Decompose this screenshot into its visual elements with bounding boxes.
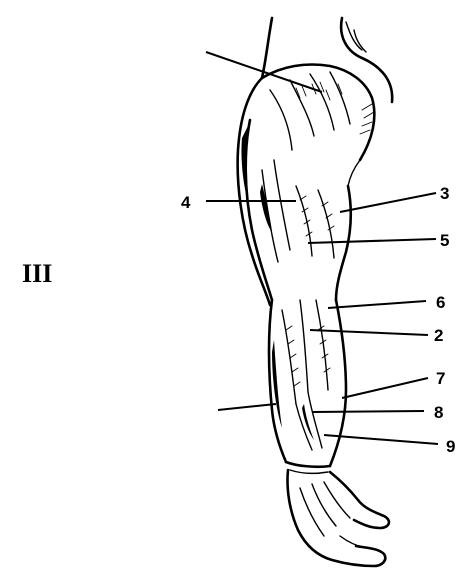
leader-line-8 bbox=[312, 411, 424, 412]
label-4: 4 bbox=[181, 193, 191, 212]
leader-line-7 bbox=[342, 378, 428, 398]
leader-line-6 bbox=[328, 301, 426, 308]
label-7: 7 bbox=[436, 369, 445, 388]
arm-illustration bbox=[238, 18, 393, 566]
label-6: 6 bbox=[436, 293, 445, 312]
leader-lines bbox=[206, 52, 438, 444]
leader-line-3 bbox=[340, 193, 436, 212]
number-labels: 4 3 5 6 2 7 8 9 bbox=[181, 184, 455, 456]
leader-line-2 bbox=[310, 330, 428, 335]
leader-line-5 bbox=[308, 239, 436, 243]
label-5: 5 bbox=[440, 231, 449, 250]
leader-line-9 bbox=[324, 435, 438, 444]
leader-line-forearm bbox=[218, 404, 276, 410]
leader-line-shoulder bbox=[206, 52, 322, 92]
label-8: 8 bbox=[434, 403, 443, 422]
panel-label: III bbox=[22, 259, 52, 288]
label-9: 9 bbox=[446, 437, 455, 456]
label-2: 2 bbox=[434, 326, 443, 345]
label-3: 3 bbox=[440, 184, 449, 203]
